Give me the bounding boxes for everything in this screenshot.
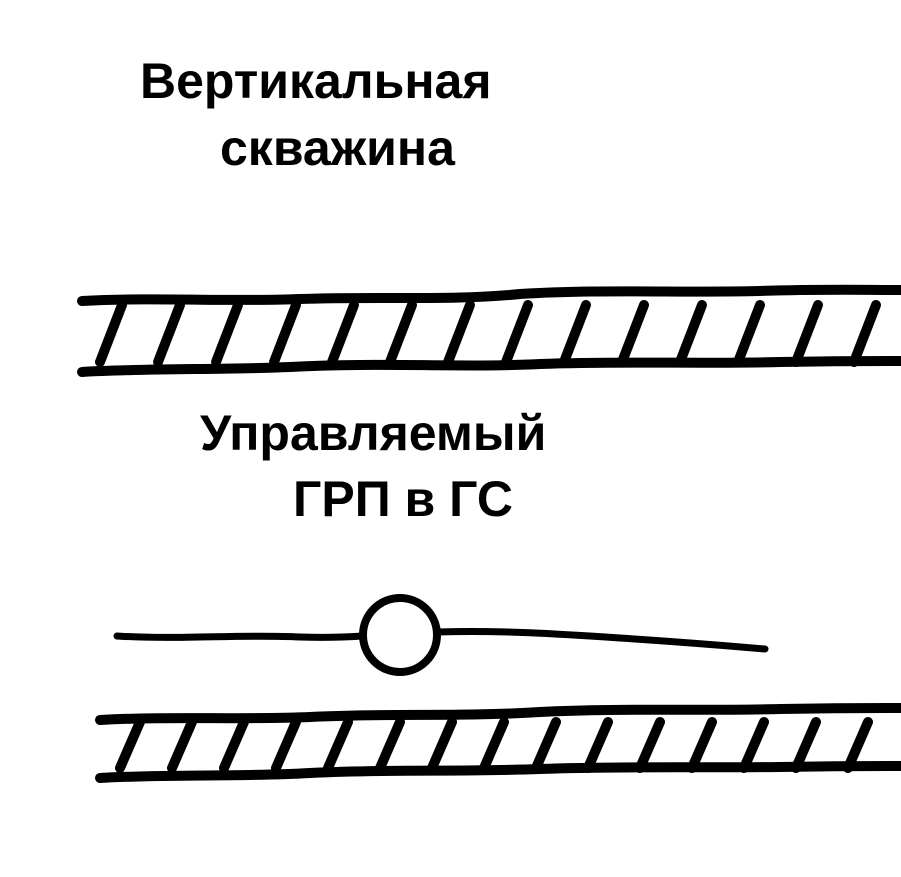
band-bottom-hatching [115, 717, 873, 773]
band-top-hatch-stroke [95, 300, 127, 367]
band-bottom-hatch-stroke [271, 717, 301, 773]
band-bottom-hatch-stroke [479, 717, 509, 773]
band-top-hatch-stroke [385, 300, 417, 367]
band-top-hatch-stroke [211, 300, 243, 367]
fracture-symbol [113, 594, 769, 676]
band-top-hatch-stroke [849, 300, 881, 367]
band-bottom-hatch-stroke [739, 717, 769, 773]
band-top-hatch-stroke [733, 300, 765, 367]
band-bottom-hatch-stroke [635, 717, 665, 773]
band-top-hatch-stroke [443, 300, 475, 367]
band-top-hatch-stroke [153, 300, 185, 367]
band-top-hatch-stroke [617, 300, 649, 367]
band-bottom-hatch-stroke [219, 717, 249, 773]
hatched-band-bottom [95, 703, 901, 783]
band-top-upper-edge [77, 284, 901, 306]
fracture-line-left [113, 632, 366, 641]
band-bottom-hatch-stroke [323, 717, 353, 773]
band-top-hatching [95, 300, 881, 367]
band-bottom-hatch-stroke [427, 717, 457, 773]
band-bottom-hatch-stroke [687, 717, 717, 773]
band-bottom-hatch-stroke [375, 717, 405, 773]
fracture-circle [359, 594, 441, 676]
band-bottom-hatch-stroke [791, 717, 821, 773]
band-bottom-hatch-stroke [167, 717, 197, 773]
band-top-hatch-stroke [675, 300, 707, 367]
band-top-lower-edge [77, 356, 901, 377]
fracture-line-right [434, 627, 769, 653]
band-bottom-hatch-stroke [583, 717, 613, 773]
controlled-frac-label-line1: Управляемый [200, 405, 546, 461]
band-top-hatch-stroke [559, 300, 591, 367]
band-bottom-hatch-stroke [531, 717, 561, 773]
band-top-hatch-stroke [269, 300, 301, 367]
band-bottom-upper-edge [95, 703, 901, 725]
band-bottom-hatch-stroke [115, 717, 145, 773]
controlled-frac-label-line2: ГРП в ГС [293, 471, 513, 527]
vertical-well-label-line1: Вертикальная [140, 53, 492, 109]
band-bottom-hatch-stroke [843, 717, 873, 773]
hatched-band-top [77, 284, 901, 377]
band-top-hatch-stroke [791, 300, 823, 367]
band-top-hatch-stroke [327, 300, 359, 367]
vertical-well-label-line2: скважина [220, 120, 456, 176]
band-top-hatch-stroke [501, 300, 533, 367]
